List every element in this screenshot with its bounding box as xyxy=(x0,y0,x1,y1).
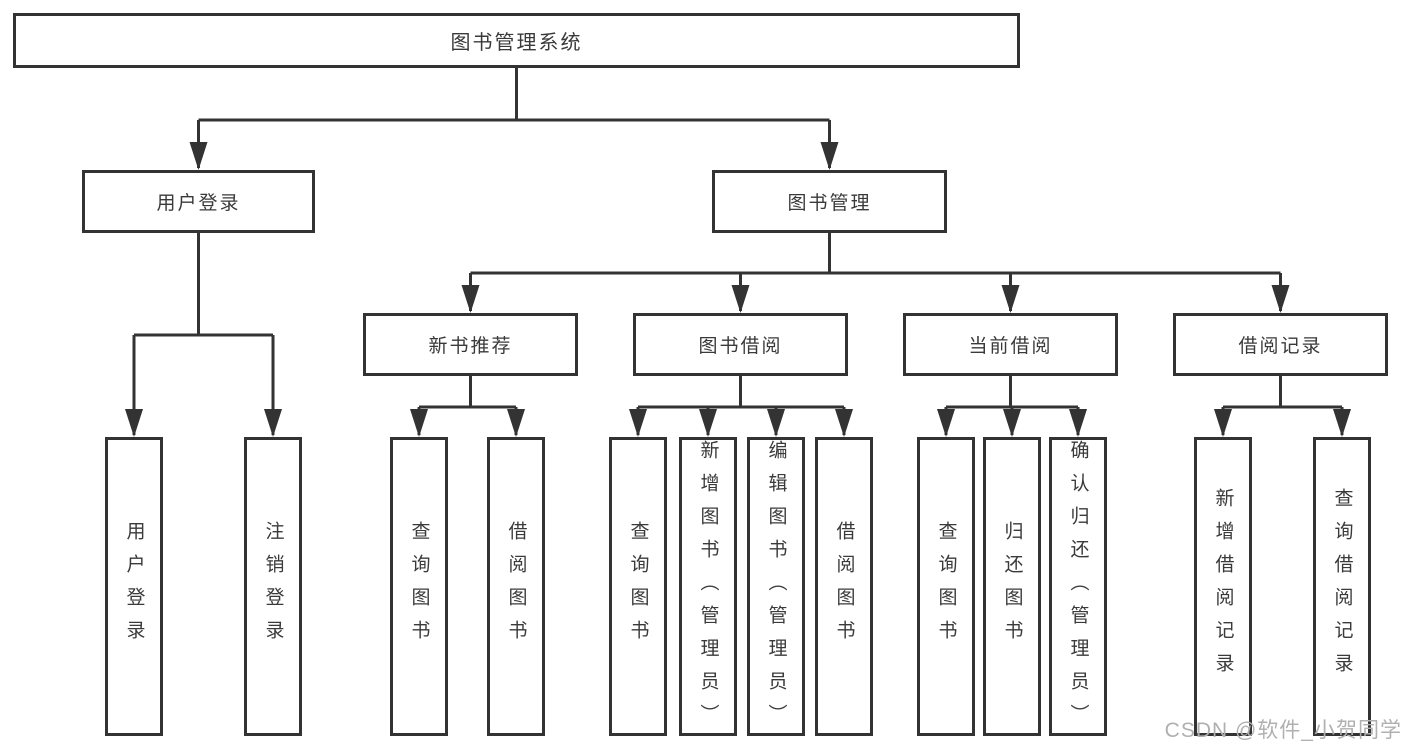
leaf-query-borrow-record: 查询借阅记录 xyxy=(1313,437,1371,736)
arrowhead xyxy=(1069,409,1087,437)
arrowhead xyxy=(731,285,750,313)
node-book-borrowing: 图书借阅 xyxy=(633,313,848,376)
arrowhead xyxy=(937,409,955,437)
arrowhead xyxy=(189,142,208,170)
arrowhead xyxy=(410,409,428,437)
node-library-system: 图书管理系统 xyxy=(13,13,1020,68)
connector-book-management-to-level3 xyxy=(461,233,1290,313)
node-book-management: 图书管理 xyxy=(712,170,947,233)
arrowhead xyxy=(1001,285,1020,313)
arrowhead xyxy=(1003,409,1021,437)
leaf-logout: 注销登录 xyxy=(244,437,302,736)
arrowhead xyxy=(461,285,480,313)
connector-book-borrowing-to-leaves xyxy=(629,376,853,437)
arrowhead xyxy=(1271,285,1290,313)
leaf-borrow-books-borrowing: 借阅图书 xyxy=(815,437,873,736)
leaf-query-books-borrowing: 查询图书 xyxy=(609,437,667,736)
leaf-borrow-books-recommend: 借阅图书 xyxy=(487,437,545,736)
connector-new-book-recommend-to-leaves xyxy=(410,376,525,437)
arrowhead xyxy=(820,142,839,170)
leaf-query-books-current: 查询图书 xyxy=(917,437,975,736)
arrowhead xyxy=(1333,409,1351,437)
leaf-add-books-admin: 新增图书（管理员） xyxy=(679,437,737,737)
node-user-login: 用户登录 xyxy=(82,170,315,233)
leaf-user-login: 用户登录 xyxy=(105,437,163,736)
node-new-book-recommend: 新书推荐 xyxy=(363,313,578,376)
arrowhead xyxy=(125,409,143,437)
leaf-query-books-recommend: 查询图书 xyxy=(390,437,448,736)
leaf-return-books: 归还图书 xyxy=(983,437,1041,736)
connector-current-borrowing-to-leaves xyxy=(937,376,1087,437)
arrowhead xyxy=(835,409,853,437)
connector-user-login-to-leaves xyxy=(125,233,282,437)
arrowhead xyxy=(264,409,282,437)
connector-borrowing-records-to-leaves xyxy=(1214,376,1351,437)
node-borrowing-records: 借阅记录 xyxy=(1173,313,1388,376)
leaf-add-borrow-record: 新增借阅记录 xyxy=(1194,437,1252,736)
connector-root-to-level2 xyxy=(189,68,839,170)
arrowhead xyxy=(767,409,785,437)
arrowhead xyxy=(507,409,525,437)
arrowhead xyxy=(1214,409,1232,437)
arrowhead xyxy=(629,409,647,437)
node-current-borrowing: 当前借阅 xyxy=(903,313,1118,376)
arrowhead xyxy=(699,409,717,437)
leaf-edit-books-admin: 编辑图书（管理员） xyxy=(747,437,805,737)
leaf-confirm-return-admin: 确认归还（管理员） xyxy=(1049,437,1107,737)
